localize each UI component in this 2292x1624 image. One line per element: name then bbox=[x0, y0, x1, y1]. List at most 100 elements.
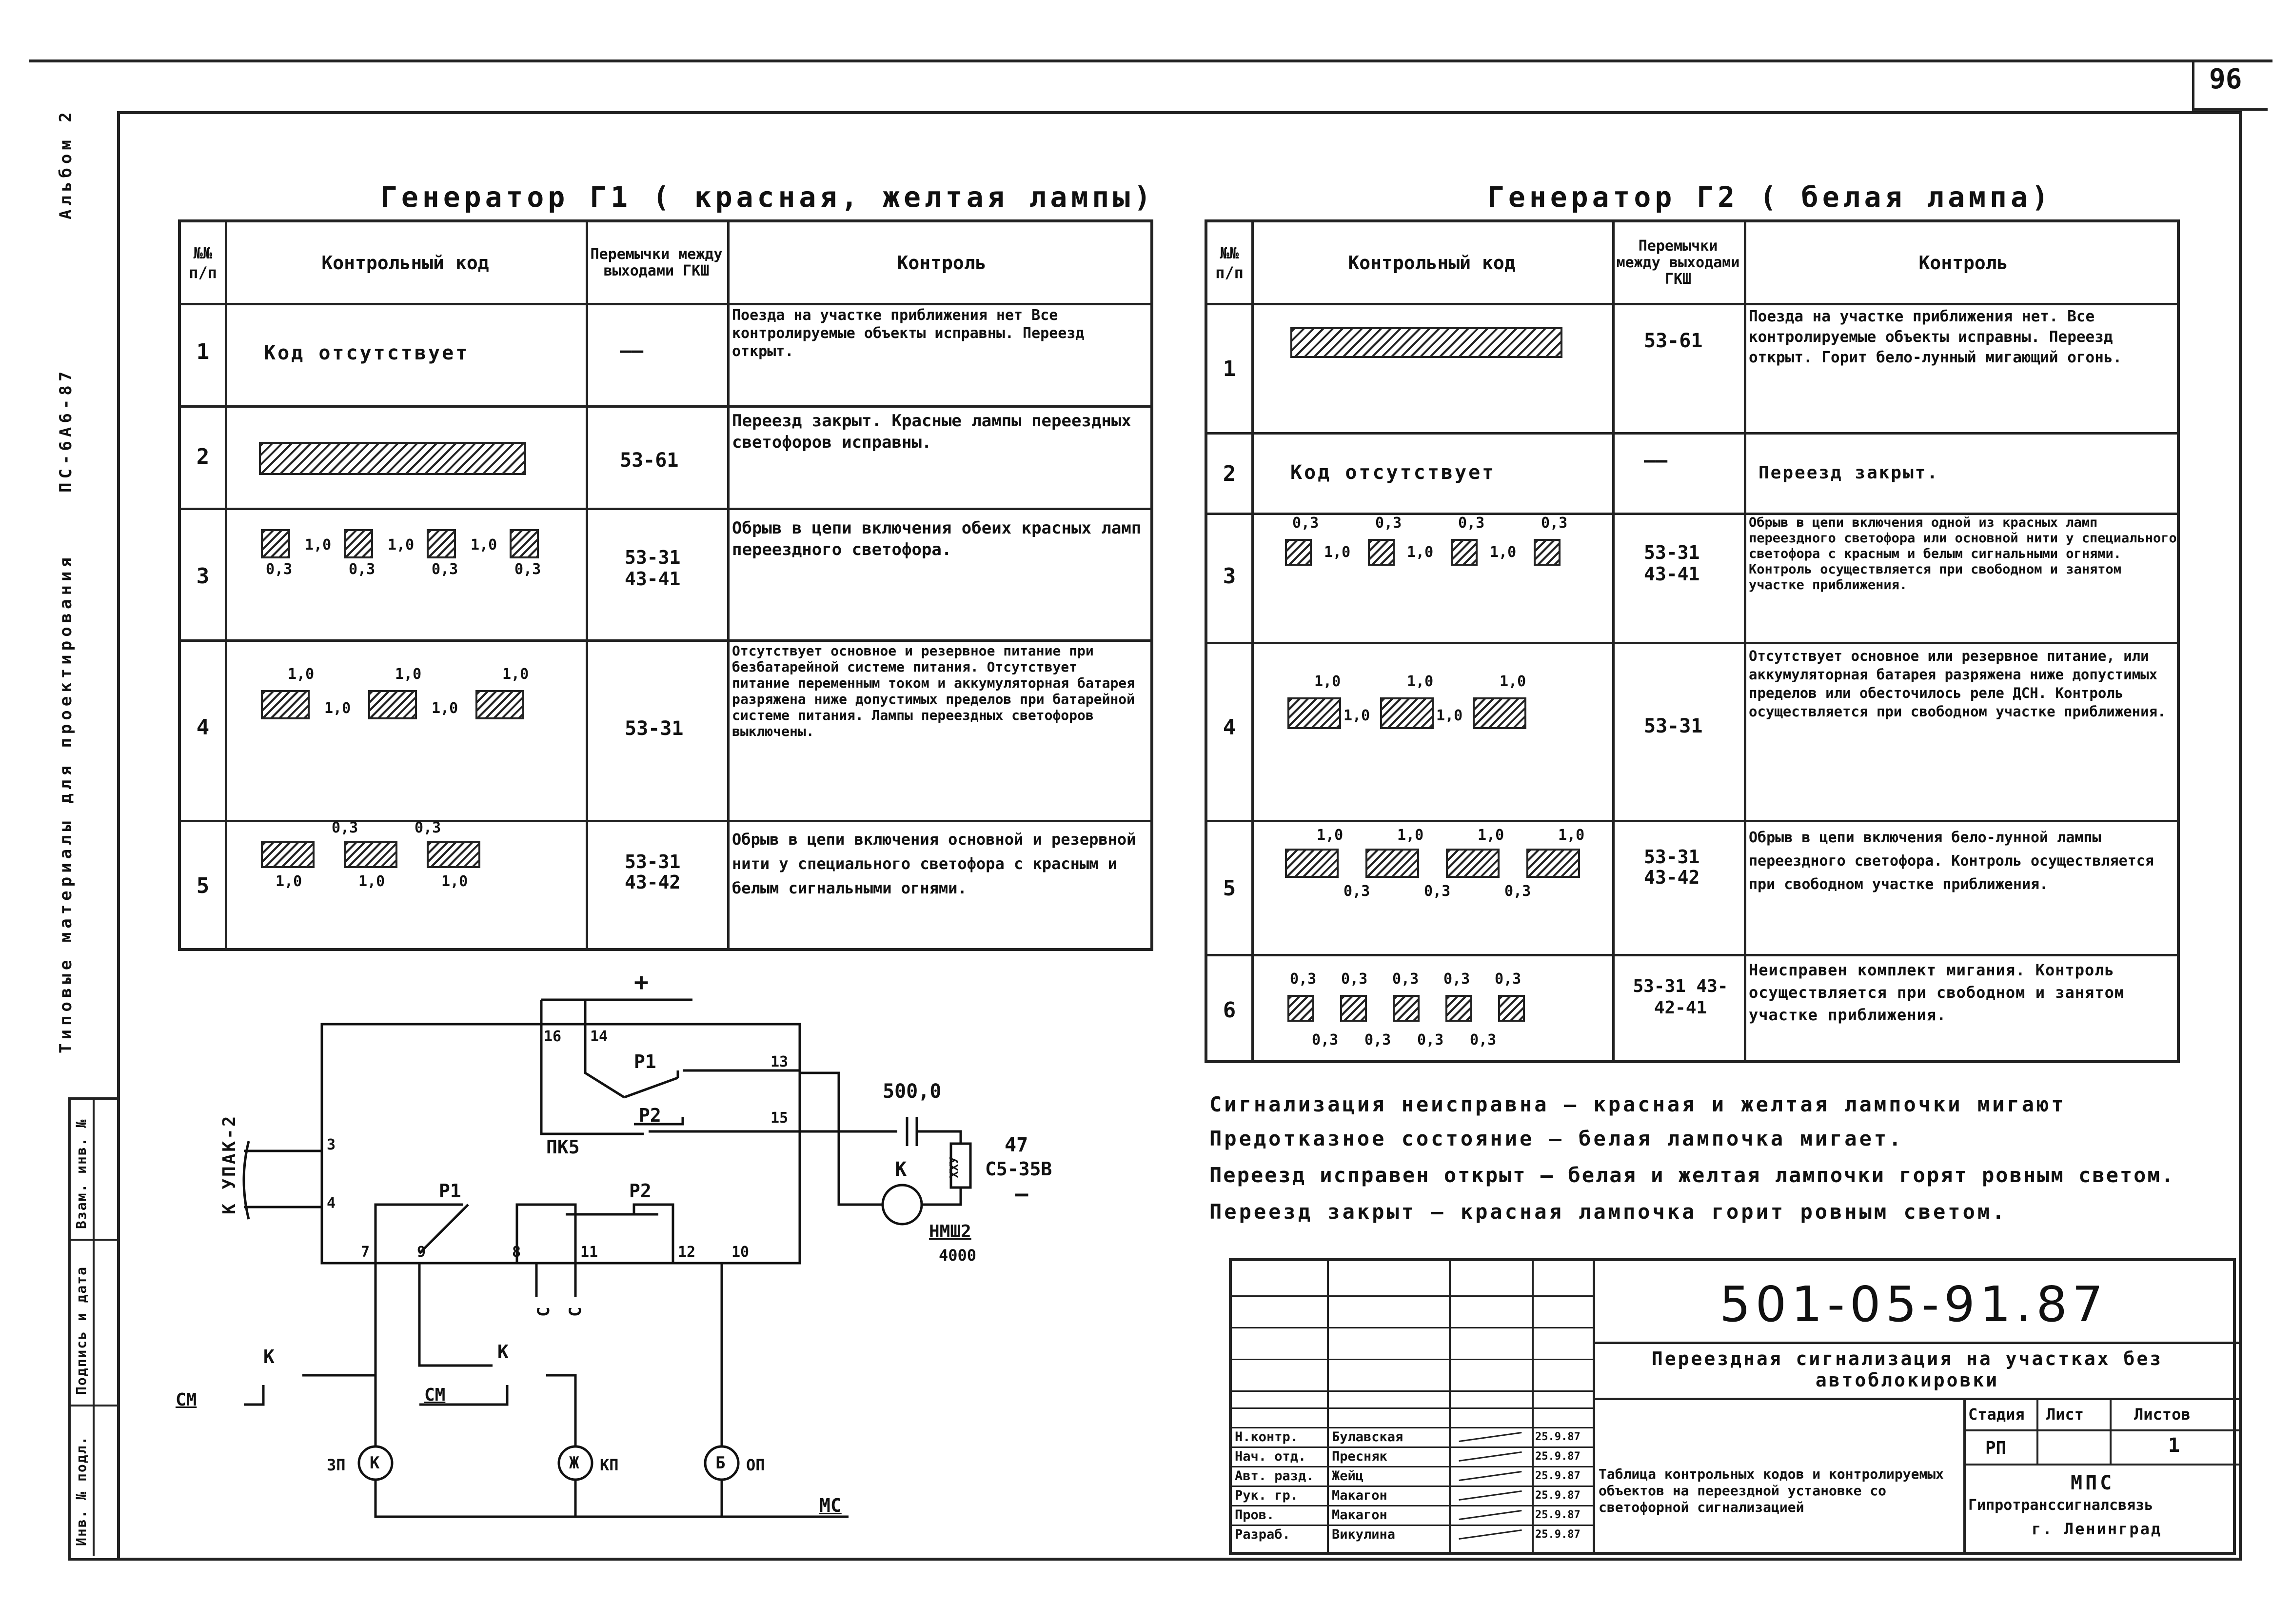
page-number: 96 bbox=[2209, 63, 2242, 95]
table-g2: №№ п/п Контрольный код Перемычки между в… bbox=[1205, 219, 2180, 1063]
signature-mark bbox=[1459, 1451, 1522, 1462]
table-g2-header-jumpers: Перемычки между выходами ГКШ bbox=[1616, 237, 1740, 288]
signature-mark bbox=[1459, 1509, 1522, 1521]
g2-row5-pulse-label: 1,0 bbox=[1558, 827, 1585, 844]
lamp-kp-symbol: Ж bbox=[569, 1453, 579, 1473]
tb-hline bbox=[1232, 1359, 1593, 1360]
table-g1-row1-jumpers: —— bbox=[620, 339, 644, 362]
g2-row6-pulse-label: 0,3 bbox=[1392, 970, 1419, 988]
tb-person-name: Жейц bbox=[1332, 1468, 1364, 1484]
table-g2-row6-n: 6 bbox=[1223, 998, 1236, 1023]
table-g2-rowline bbox=[1207, 820, 2177, 822]
g1-row5-gap-label: 0,3 bbox=[332, 819, 358, 836]
left-stamp-sep1 bbox=[68, 1239, 117, 1241]
top-rule bbox=[29, 59, 2272, 62]
g2-row6-pulse-label: 0,3 bbox=[1443, 970, 1470, 988]
table-g2-row2-code: Код отсутствует bbox=[1290, 461, 1496, 484]
tb-hline bbox=[1232, 1466, 1593, 1467]
table-g1-row5-jumpers: 53-31 43-42 bbox=[625, 851, 681, 893]
k-model: НМШ2 bbox=[929, 1222, 971, 1242]
relay-p1-top: Р1 bbox=[634, 1051, 656, 1072]
c-label-2: С bbox=[566, 1307, 585, 1317]
pin-15: 15 bbox=[771, 1109, 789, 1127]
circuit-plus: + bbox=[634, 968, 649, 996]
table-g1: №№ п/п Контрольный код Перемычки между в… bbox=[178, 219, 1153, 951]
table-g2-row4-jumpers: 53-31 bbox=[1644, 715, 1703, 737]
g2-row6-pulse bbox=[1445, 995, 1472, 1022]
tb-person-name: Викулина bbox=[1332, 1527, 1396, 1542]
note-1: Сигнализация неисправна — красная и желт… bbox=[1209, 1092, 2066, 1116]
tb-hline bbox=[1232, 1390, 1593, 1392]
table-g1-col1 bbox=[225, 222, 227, 948]
g2-row3-pulse bbox=[1451, 539, 1478, 566]
pin-7: 7 bbox=[361, 1244, 370, 1261]
g1-row4-pulse bbox=[368, 690, 417, 719]
pin-13: 13 bbox=[771, 1053, 789, 1070]
sheets-label: Листов bbox=[2134, 1405, 2191, 1424]
lamp-op-label: ОП bbox=[746, 1456, 765, 1474]
g1-row4-gap-label: 1,0 bbox=[324, 700, 351, 717]
table-g1-row5-control: Обрыв в цепи включения основной и резерв… bbox=[732, 830, 1136, 897]
table-g2-rowline bbox=[1207, 432, 2177, 435]
table-g2-row3-control: Обрыв в цепи включения одной из красных … bbox=[1749, 515, 2177, 593]
pin-11: 11 bbox=[580, 1244, 598, 1261]
table-g1-row2-control: Переезд закрыт. Красные лампы переездных… bbox=[732, 411, 1131, 452]
g2-row6-pulse-label: 0,3 bbox=[1290, 970, 1317, 988]
tb-person-date: 25.9.87 bbox=[1535, 1470, 1581, 1482]
table-g1-rowline bbox=[181, 820, 1150, 822]
table-g1-row3-n: 3 bbox=[196, 564, 210, 589]
tb-stage-line2 bbox=[1963, 1464, 2239, 1466]
table-g2-row5-control: Обрыв в цепи включения бело-лунной лампы… bbox=[1749, 829, 2154, 893]
relay-p1-bottom: Р1 bbox=[439, 1180, 461, 1202]
title-block: 501-05-91.87 Переездная сигнализация на … bbox=[1229, 1258, 2239, 1555]
table-g2-rowline bbox=[1207, 513, 2177, 515]
tb-person-name: Макагон bbox=[1332, 1507, 1387, 1523]
table-g1-header-control: Контроль bbox=[897, 252, 987, 274]
table-g1-rowline bbox=[181, 303, 1150, 305]
pin-9: 9 bbox=[417, 1244, 426, 1261]
tb-person-name: Макагон bbox=[1332, 1488, 1387, 1503]
tb-stage-vline bbox=[2036, 1398, 2038, 1465]
table-g1-row2-code-bar bbox=[259, 442, 526, 475]
k-contact-2: К bbox=[497, 1341, 509, 1363]
table-g1-row2-n: 2 bbox=[196, 444, 210, 469]
org-mps: МПС bbox=[2071, 1472, 2115, 1494]
g1-row5-gap-label: 0,3 bbox=[415, 819, 441, 836]
g2-row3-pulse-label: 0,3 bbox=[1458, 515, 1485, 532]
g2-row3-pulse bbox=[1285, 539, 1312, 566]
g1-row3-pulse bbox=[510, 529, 539, 558]
sheet-description: Таблица контрольных кодов и контролируем… bbox=[1599, 1466, 1944, 1515]
lamp-kp-label: КП bbox=[600, 1456, 619, 1474]
tb-hline bbox=[1232, 1327, 1593, 1328]
tb-person-date: 25.9.87 bbox=[1535, 1450, 1581, 1463]
lamp-zp-label: ЗП bbox=[327, 1456, 346, 1474]
table-g1-rowline bbox=[181, 639, 1150, 642]
g1-row3-gap-label: 1,0 bbox=[471, 536, 497, 554]
document-title: Переездная сигнализация на участках без … bbox=[1651, 1348, 2163, 1391]
tb-title-line bbox=[1593, 1398, 2239, 1400]
tb-vline bbox=[1532, 1261, 1534, 1552]
g2-row4-gap-label: 1,0 bbox=[1436, 707, 1463, 724]
g1-row3-pulse bbox=[261, 529, 290, 558]
table-g1-row4-n: 4 bbox=[196, 715, 210, 740]
tb-vline bbox=[1593, 1261, 1595, 1552]
table-g2-row1-jumpers: 53-61 bbox=[1644, 330, 1703, 352]
document-code: 501-05-91.87 bbox=[1719, 1276, 2108, 1333]
table-g1-title: Генератор Г1 ( красная, желтая лампы) bbox=[380, 180, 1155, 214]
table-g2-row2-control: Переезд закрыт. bbox=[1759, 463, 1939, 483]
g2-row3-pulse bbox=[1368, 539, 1395, 566]
sheets-value: 1 bbox=[2168, 1434, 2180, 1457]
g1-row3-pulse-label: 0,3 bbox=[432, 561, 458, 578]
table-g1-header-no: №№ п/п bbox=[189, 243, 217, 282]
table-g2-row5-jumpers: 53-31 43-42 bbox=[1644, 846, 1700, 888]
tb-person-name: Булавская bbox=[1332, 1429, 1403, 1445]
cm-label-1: СМ bbox=[176, 1390, 197, 1410]
tb-hline bbox=[1232, 1295, 1593, 1297]
table-g1-row1-code: Код отсутствует bbox=[264, 342, 470, 364]
table-g1-header-code: Контрольный код bbox=[321, 252, 489, 274]
g1-row5-pulse bbox=[344, 841, 397, 868]
g2-row3-gap-label: 1,0 bbox=[1324, 544, 1351, 561]
sheet-label: Лист bbox=[2046, 1405, 2084, 1424]
k-relay-label: К bbox=[895, 1158, 907, 1181]
